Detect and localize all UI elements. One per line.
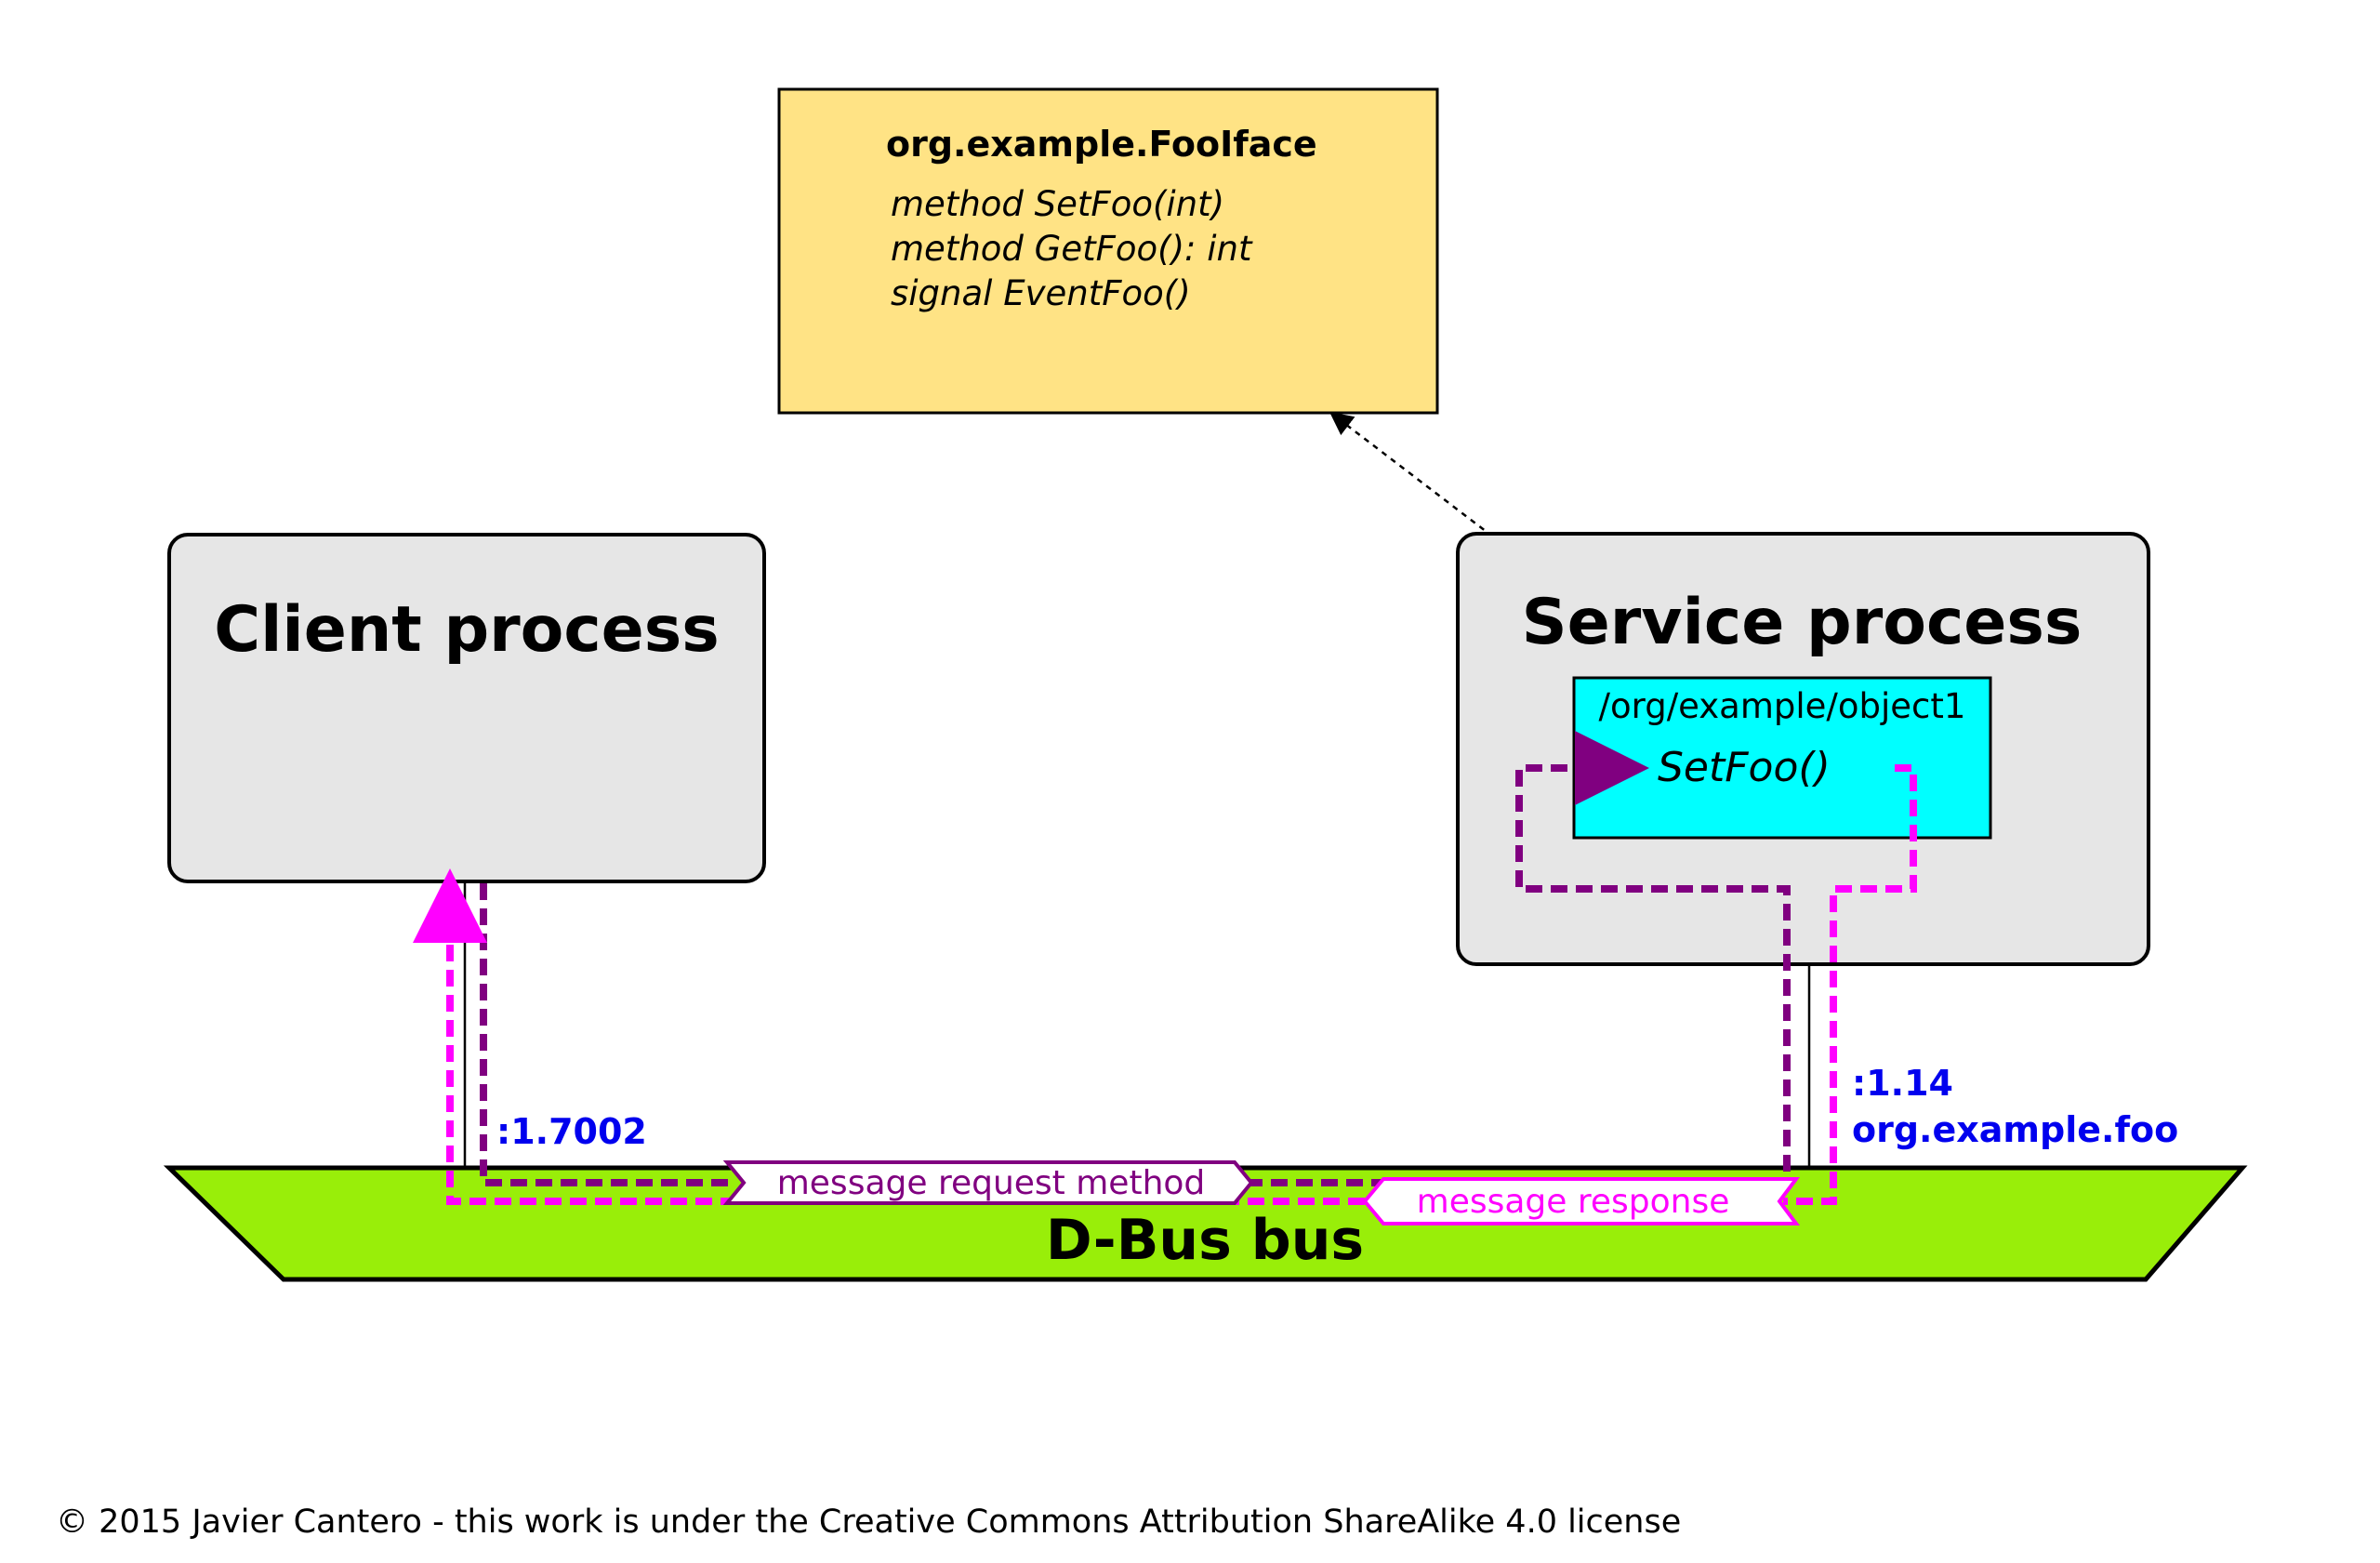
interface-member-2: method GetFoo(): int (891, 229, 1253, 269)
response-path-service (1783, 764, 1917, 1205)
client-process-title: Client process (214, 593, 720, 667)
request-path-bus (1246, 731, 1791, 1186)
object-method: SetFoo() (1658, 744, 1831, 791)
request-message-tag (722, 1160, 1254, 1205)
response-path-bus (413, 868, 1365, 1205)
dbus-bus-title: D-Bus bus (1046, 1208, 1364, 1273)
service-unique-bus-name: :1.14 (1852, 1063, 1953, 1104)
response-message-label: message response (1417, 1183, 1730, 1221)
object-path: /org/example/object1 (1599, 686, 1966, 726)
client-process-box (167, 533, 766, 883)
response-message-tag (1362, 1177, 1800, 1225)
interface-member-1: method SetFoo(int) (891, 184, 1224, 224)
service-process-title: Service process (1522, 586, 2082, 659)
client-bus-name: :1.7002 (496, 1111, 647, 1152)
request-message-label: message request method (777, 1164, 1206, 1202)
interface-member-3: signal EventFoo() (891, 273, 1191, 313)
interface-box (777, 87, 1439, 415)
interface-title: org.example.FooIface (886, 124, 1317, 165)
copyright-notice: © 2015 Javier Cantero - this work is und… (56, 1503, 1681, 1541)
service-well-known-name: org.example.foo (1852, 1109, 2178, 1150)
request-path-client (480, 883, 734, 1186)
